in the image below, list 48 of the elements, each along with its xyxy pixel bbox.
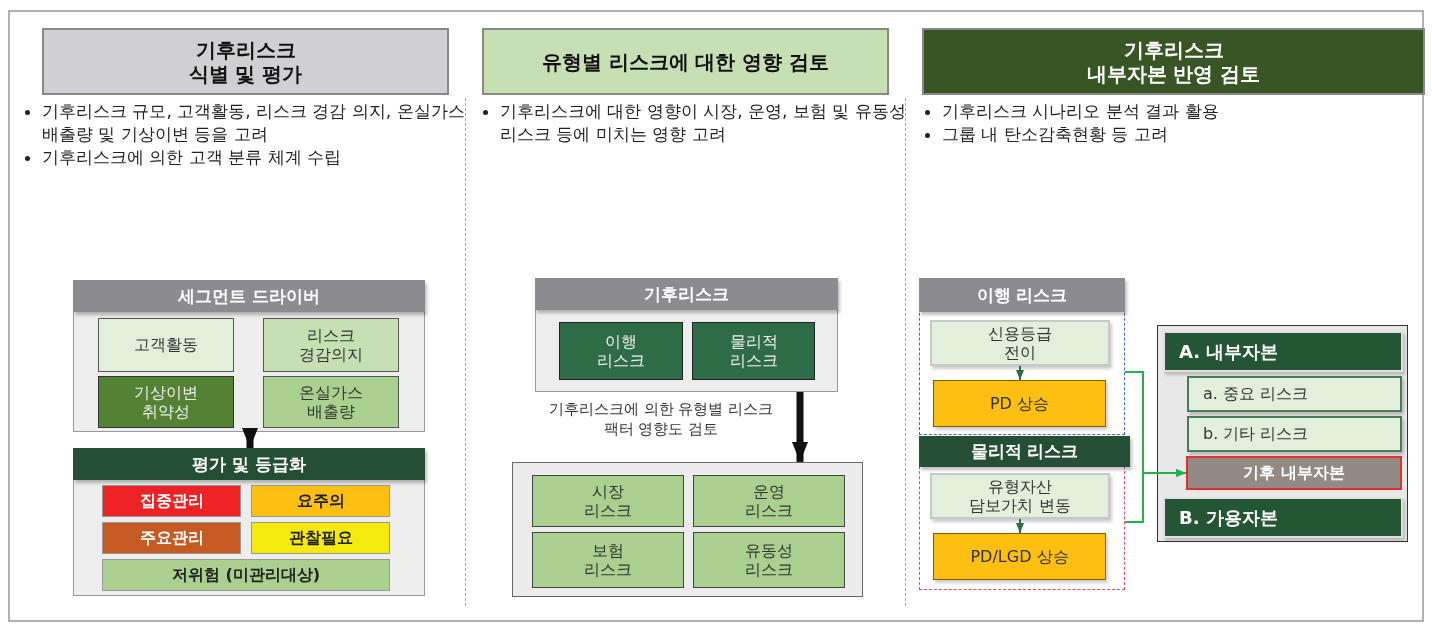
risk-box: 유동성 리스크 [693,532,845,588]
factor-box: 리스크 경감의지 [263,318,399,372]
grade-box: 집중관리 [102,485,241,517]
panel-header: 물리적 리스크 [919,436,1130,467]
arrow [1016,365,1024,381]
grade-box: 주요관리 [102,522,241,554]
arrow [1124,469,1187,523]
bullet-text: 기후리스크 시나리오 분석 결과 활용 [942,101,1219,121]
step-box: 유형자산 담보가치 변동 [930,473,1110,519]
risk-box: 물리적 리스크 [692,322,815,380]
panel-header: 세그먼트 드라이버 [73,280,425,312]
step-box: 신용등급 전이 [930,320,1110,366]
result-box: PD/LGD 상승 [933,533,1106,580]
factor-box: 기상이변 취약성 [98,376,234,428]
capital-item: 기후 내부자본 [1186,456,1402,490]
panel-header: 기후리스크 [535,278,838,310]
dashed-group [919,278,1125,435]
panel-header: 이행 리스크 [919,278,1125,312]
bullet-text: 기후리스크 규모, 고객활동, 리스크 경감 의지, 온실가스 배출량 및 기상이변 등을 고려 [42,101,465,144]
panel-header: 평가 및 등급화 [73,448,425,480]
column-header: 기후리스크 내부자본 반영 검토 [922,28,1425,95]
capital-bar: A. 내부자본 [1163,331,1403,372]
factor-box: 온실가스 배출량 [263,376,399,428]
bullet-text: 기후리스크에 의한 고객 분류 체계 수립 [42,146,342,167]
panel [535,278,838,392]
arrow [242,428,258,448]
column-header: 기후리스크 식별 및 평가 [42,28,449,95]
risk-box: 운영 리스크 [693,475,845,527]
arrow [792,392,808,462]
panel [512,462,863,597]
result-box: PD 상승 [933,380,1106,427]
bullet-text: 기후리스크에 대한 영향이 시장, 운영, 보험 및 유동성 리스크 등에 미치는 영향 고려 [500,101,906,144]
capital-item: a. 중요 리스크 [1187,376,1402,412]
risk-box: 보험 리스크 [532,532,684,588]
factor-box: 고객활동 [98,318,234,372]
panel [73,280,425,432]
grade-box: 저위험 (미관리대상) [102,559,390,591]
capital-bar: B. 가용자본 [1163,497,1403,538]
arrow [1016,518,1024,534]
capital-item: b. 기타 리스크 [1187,416,1402,452]
risk-box: 시장 리스크 [532,475,684,527]
grade-box: 요주의 [251,485,390,517]
bullet-text: 그룹 내 탄소감축현황 등 고려 [942,123,1168,144]
panel [73,448,425,596]
risk-box: 이행 리스크 [559,322,683,380]
capital-panel [1157,325,1408,542]
grade-box: 관찰필요 [251,522,390,554]
column-header: 유형별 리스크에 대한 영향 검토 [482,28,889,95]
